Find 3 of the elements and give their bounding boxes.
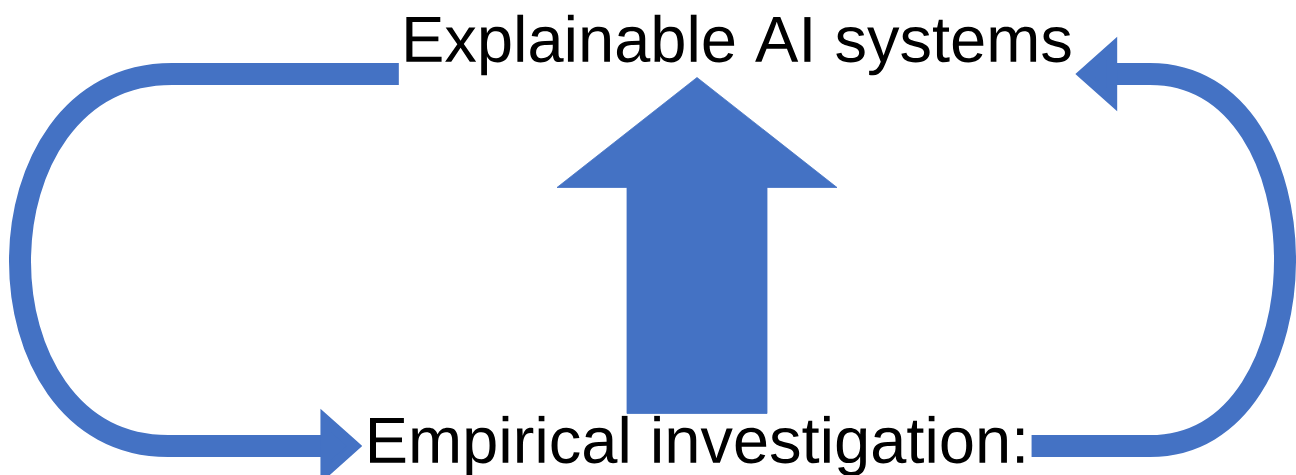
arrow [556, 77, 838, 414]
arrow [9, 63, 399, 475]
heading-text: Explainable AI systems [406, 14, 1071, 76]
